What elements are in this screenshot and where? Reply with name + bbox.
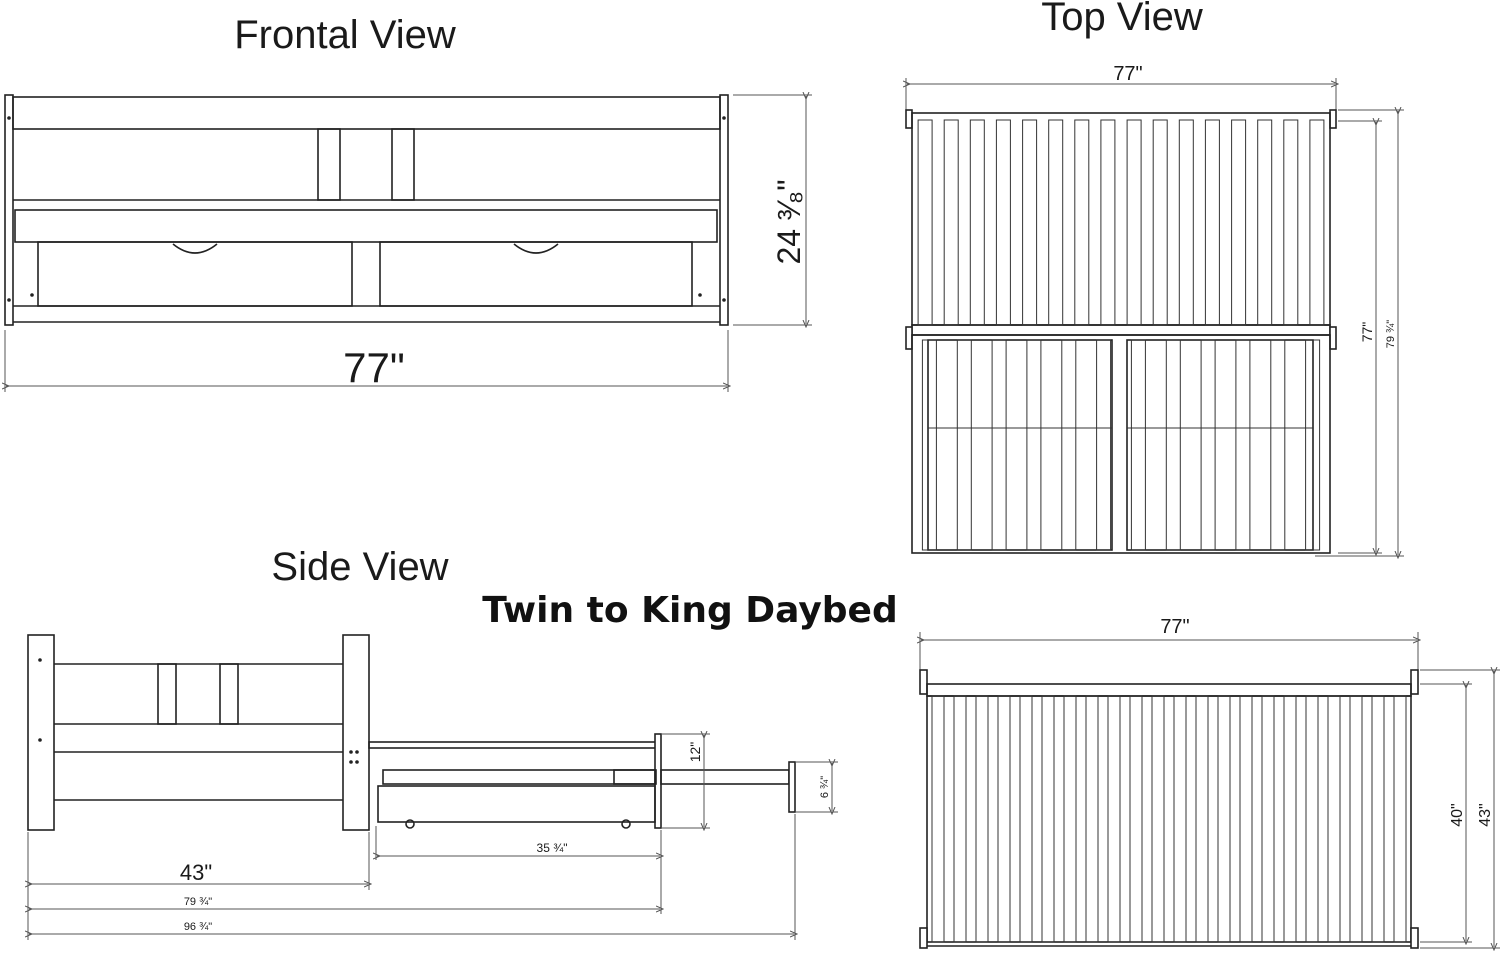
closed-outer-depth-label: 43": [1477, 803, 1494, 826]
slat: [1026, 339, 1042, 551]
slat: [1305, 695, 1319, 943]
closed-width-label: 77": [1160, 616, 1189, 638]
side-view-heading: Side View: [271, 545, 448, 589]
slat: [1151, 695, 1165, 943]
frontal-view: Frontal View 77": [5, 13, 812, 392]
slat: [921, 339, 937, 551]
slat: [1371, 695, 1385, 943]
slat: [1126, 119, 1142, 326]
slat: [1200, 339, 1216, 551]
side-trundle-height-dimension: 12": [662, 734, 710, 828]
diagram-title: Twin to King Daybed: [482, 590, 898, 631]
slat: [1063, 695, 1077, 943]
side-bed-drawing: [27, 634, 796, 831]
top-slats-upper: [917, 119, 1325, 326]
side-view: Side View: [28, 545, 838, 940]
frontal-height-dimension: 24 ³⁄₈": [733, 95, 812, 325]
side-open-depth-label: 79 ¾": [184, 896, 212, 908]
closed-depth-dimension: 40" 43": [1420, 670, 1500, 948]
slat: [1305, 339, 1321, 551]
slat: [1195, 695, 1209, 943]
top-width-dimension: 77": [906, 63, 1336, 112]
slat: [1022, 119, 1038, 326]
slat: [1129, 695, 1143, 943]
side-full-depth-label: 96 ¾": [184, 921, 212, 933]
slat: [1283, 119, 1299, 326]
slat: [1270, 339, 1286, 551]
slat: [1107, 695, 1121, 943]
slat: [1085, 695, 1099, 943]
top-depth-open-label: 79 ¾": [1385, 320, 1397, 348]
top-depth-dimension: 77" 79 ¾": [1315, 110, 1404, 556]
frontal-width-dimension: 77": [5, 330, 728, 392]
top-slats-lower: [921, 339, 1321, 551]
slat: [1235, 339, 1251, 551]
slat: [1019, 695, 1033, 943]
slat: [1041, 695, 1055, 943]
top-view: Top View 77" 77": [906, 0, 1404, 556]
slat: [1204, 119, 1220, 326]
slat: [931, 695, 945, 943]
slat: [997, 695, 1011, 943]
side-trundle-height-label: 12": [687, 742, 703, 763]
slat: [1152, 119, 1168, 326]
frontal-bed-drawing: [4, 94, 729, 326]
slat: [1173, 695, 1187, 943]
slat: [1327, 695, 1341, 943]
slat: [1061, 339, 1077, 551]
slat: [1393, 695, 1407, 943]
slat: [1096, 339, 1112, 551]
closed-bed-drawing: [919, 669, 1419, 949]
slat: [1349, 695, 1363, 943]
side-drawer-height-dimension: 6 ¾": [796, 762, 838, 812]
slat: [991, 339, 1007, 551]
frontal-width-label: 77": [343, 344, 405, 391]
frontal-height-label: 24 ³⁄₈": [771, 179, 807, 264]
slat: [943, 119, 959, 326]
slat: [1261, 695, 1275, 943]
side-open-depth-dimension: 79 ¾": [29, 896, 660, 909]
slat: [975, 695, 989, 943]
slat: [1231, 119, 1247, 326]
slat: [1239, 695, 1253, 943]
slat: [956, 339, 972, 551]
side-drawer-depth-dimension: 35 ¾": [376, 826, 661, 914]
closed-width-dimension: 77": [920, 616, 1418, 672]
closed-top-view: 77" 40" 43": [920, 616, 1500, 948]
slat: [1257, 119, 1273, 326]
slat: [953, 695, 967, 943]
slat: [1100, 119, 1116, 326]
slat: [969, 119, 985, 326]
slat: [1178, 119, 1194, 326]
side-depth-dimension: 43": [28, 832, 369, 940]
slat: [917, 119, 933, 326]
top-depth-closed-label: 77": [1359, 322, 1375, 343]
slat: [1309, 119, 1325, 326]
side-drawer-depth-label: 35 ¾": [537, 841, 568, 855]
slat: [995, 119, 1011, 326]
slat: [1074, 119, 1090, 326]
top-width-label: 77": [1113, 63, 1142, 85]
side-depth-label: 43": [180, 860, 212, 885]
slat: [1217, 695, 1231, 943]
side-drawer-height-label: 6 ¾": [819, 776, 831, 798]
top-view-heading: Top View: [1041, 0, 1203, 39]
top-bed-drawing: [905, 109, 1337, 554]
slat: [1165, 339, 1181, 551]
side-full-depth-dimension: 96 ¾": [29, 814, 795, 940]
closed-slats: [931, 695, 1407, 943]
slat: [1130, 339, 1146, 551]
closed-inner-depth-label: 40": [1449, 803, 1466, 826]
frontal-view-heading: Frontal View: [234, 13, 456, 57]
slat: [1048, 119, 1064, 326]
slat: [1283, 695, 1297, 943]
